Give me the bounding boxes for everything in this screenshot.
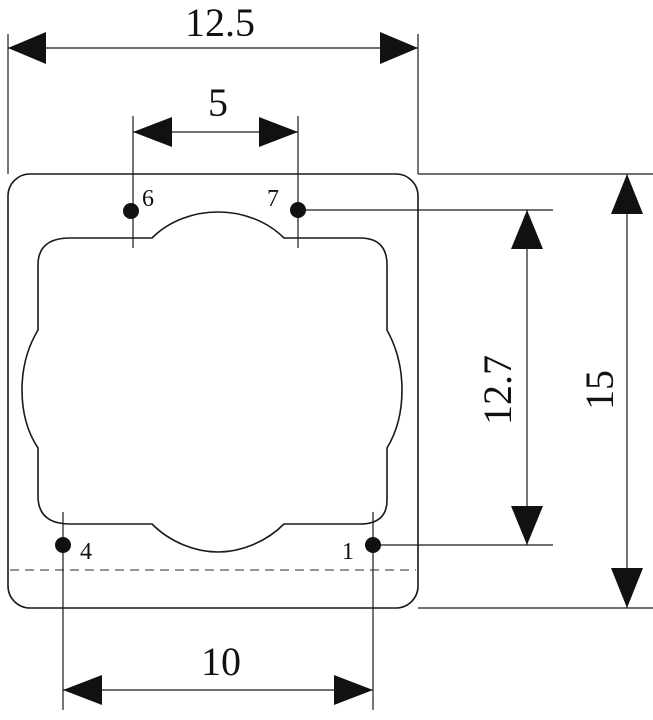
pin-label-7: 7 xyxy=(267,186,279,212)
dimension-overall-height: 15 xyxy=(418,173,653,609)
dimension-label-pin-row-spacing: 12.7 xyxy=(475,355,520,425)
dimension-label-bottom-pin-pitch: 10 xyxy=(201,639,241,684)
dimension-label-overall-height: 15 xyxy=(577,370,622,410)
pin-label-1: 1 xyxy=(342,539,354,565)
pin-7: 7 xyxy=(267,186,306,218)
dimension-label-top-pin-pitch: 5 xyxy=(208,80,228,125)
dimension-bottom-pin-pitch: 10 xyxy=(62,512,374,710)
core-window-outline xyxy=(21,211,403,553)
pin-4: 4 xyxy=(55,537,92,565)
dimension-top-pin-pitch: 5 xyxy=(132,80,299,248)
dimension-pin-row-spacing: 12.7 xyxy=(300,209,553,546)
pin-label-6: 6 xyxy=(142,186,154,212)
pin-label-4: 4 xyxy=(80,539,92,565)
dimension-overall-width: 12.5 xyxy=(7,0,419,174)
dimension-label-overall-width: 12.5 xyxy=(185,0,255,45)
package-outline xyxy=(7,173,419,609)
pin-6: 6 xyxy=(123,186,154,219)
pin-1: 1 xyxy=(342,537,381,565)
